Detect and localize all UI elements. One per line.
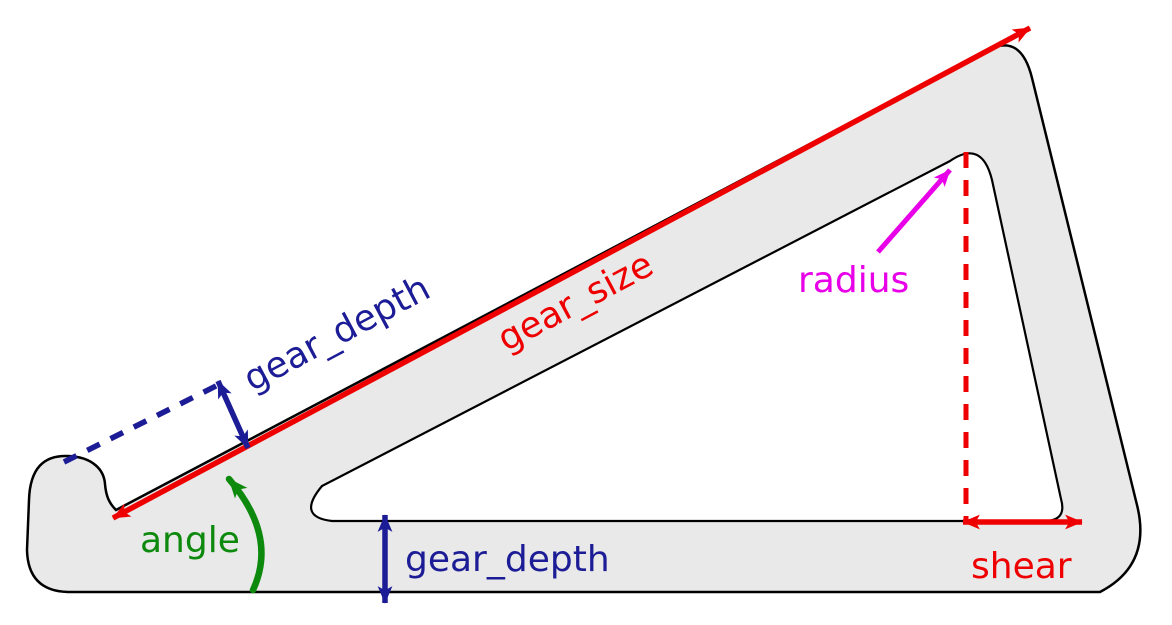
gear-depth-diagonal-arrow [215, 379, 251, 450]
gear-depth-offset-dashed-line [62, 380, 224, 465]
angle-label: angle [140, 520, 240, 561]
gear-depth-bottom-label: gear_depth [405, 539, 610, 580]
gear-size-arrow [111, 25, 1032, 521]
radius-arrow [876, 168, 952, 254]
angle-arc-arrow [225, 475, 265, 594]
shear-label: shear [971, 546, 1072, 587]
radius-label: radius [798, 260, 909, 301]
